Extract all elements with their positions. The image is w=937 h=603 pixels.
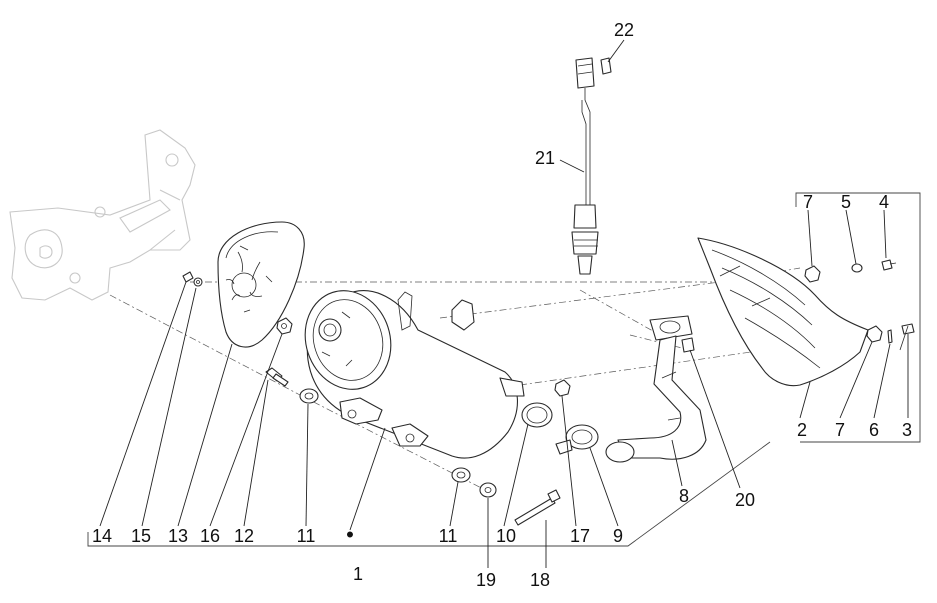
washer-5 (851, 263, 863, 273)
callout-18: 18 (530, 570, 550, 590)
muffler-cover-2 (697, 237, 869, 387)
nut-16 (276, 317, 293, 335)
bolt-18 (514, 489, 561, 526)
callout-20: 20 (735, 490, 755, 510)
leader-lines (99, 39, 909, 568)
callout-7-upper: 7 (803, 192, 813, 212)
callout-16: 16 (200, 526, 220, 546)
callout-2: 2 (797, 420, 807, 440)
gasket-10 (521, 402, 553, 428)
callout-1: 1 (353, 564, 363, 584)
callout-bullet: • (346, 522, 354, 547)
callout-11-right: 11 (439, 526, 458, 546)
callout-15: 15 (131, 526, 151, 546)
callout-12: 12 (234, 526, 254, 546)
callout-5: 5 (841, 192, 851, 212)
clamp-9 (555, 424, 599, 455)
group-bracket-right (795, 192, 921, 443)
callout-13: 13 (168, 526, 188, 546)
lambda-sensor-21 (571, 57, 599, 275)
callout-19: 19 (476, 570, 496, 590)
washer-15 (193, 277, 203, 287)
callout-22: 22 (614, 20, 634, 40)
screw-14 (182, 271, 194, 283)
callout-21: 21 (535, 148, 555, 168)
callout-8: 8 (679, 486, 689, 506)
callout-11-left: 11 (297, 526, 316, 546)
callout-6: 6 (869, 420, 879, 440)
frame-bracket (9, 129, 196, 301)
washer-6 (887, 329, 893, 344)
bushing-11-left (299, 388, 319, 404)
callout-17: 17 (570, 526, 590, 546)
bolt-12 (265, 367, 289, 387)
exhaust-pipe-8 (605, 315, 707, 463)
screw-4 (881, 259, 897, 271)
nut-7-upper (804, 265, 821, 283)
washer-19 (479, 482, 497, 498)
callout-4: 4 (879, 192, 889, 212)
callout-14: 14 (92, 526, 112, 546)
callout-labels: 22 21 7 5 4 2 7 6 3 20 8 9 17 10 11 11 1… (92, 20, 912, 590)
heat-shield-cover (217, 221, 305, 348)
bushing-11-right (451, 467, 471, 483)
callout-3: 3 (902, 420, 912, 440)
group-bracket-bottom (87, 441, 771, 547)
rubber-20 (681, 337, 695, 353)
callout-7-lower: 7 (835, 420, 845, 440)
nut-17 (554, 379, 571, 397)
nut-7-lower (866, 325, 883, 343)
callout-9: 9 (613, 526, 623, 546)
muffler-body (304, 290, 525, 459)
screw-3 (899, 323, 915, 351)
callout-10: 10 (496, 526, 516, 546)
